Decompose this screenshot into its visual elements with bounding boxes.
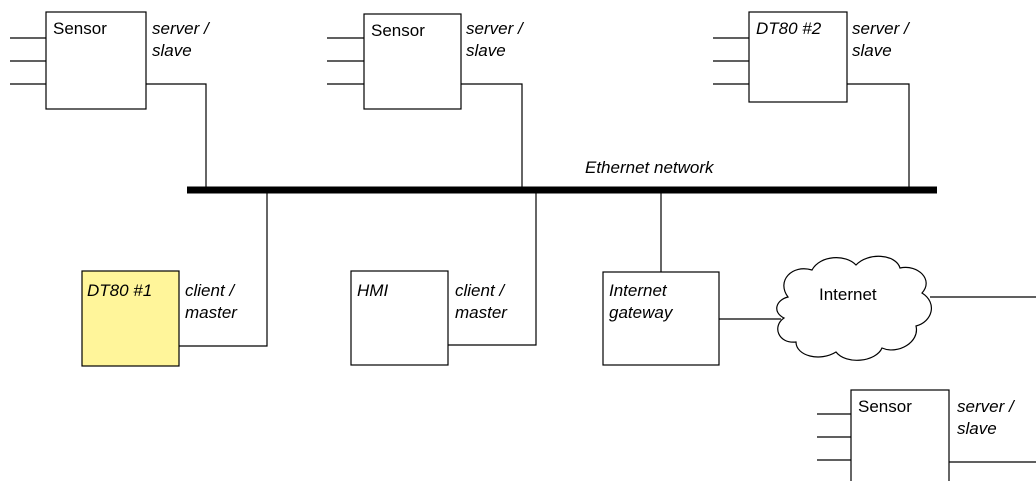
- sensor3-name: Sensor: [858, 397, 912, 416]
- gateway-box: [602, 271, 720, 366]
- gateway-name: Internet gateway: [609, 281, 673, 322]
- dt80-1-link: [179, 193, 268, 347]
- internet-label: Internet: [819, 285, 877, 304]
- ethernet-network-label: Ethernet network: [585, 158, 714, 177]
- sensor2-name: Sensor: [371, 21, 425, 40]
- sensor2-link: [461, 83, 523, 187]
- dt80-1-role: client / master: [185, 281, 237, 322]
- dt80-2-name: DT80 #2: [756, 19, 822, 38]
- dt80-1-name: DT80 #1: [87, 281, 153, 300]
- hmi-link: [448, 193, 537, 346]
- sensor1-role: server / slave: [152, 19, 209, 60]
- dt80-2-box: [748, 11, 848, 103]
- sensor1-box: [45, 11, 147, 110]
- sensor1-name: Sensor: [53, 19, 107, 38]
- hmi-name: HMI: [357, 281, 389, 300]
- dt80-2-link: [847, 83, 910, 187]
- sensor3-box: [850, 389, 950, 481]
- dt80-1-box: [81, 270, 180, 367]
- hmi-box: [350, 270, 449, 366]
- hmi-role: client / master: [455, 281, 507, 322]
- sensor1-link: [146, 83, 207, 187]
- dt80-2-role: server / slave: [852, 19, 909, 60]
- internet-cloud-shape: [776, 255, 932, 361]
- sensor3-role: server / slave: [957, 397, 1014, 438]
- sensor2-role: server / slave: [466, 19, 523, 60]
